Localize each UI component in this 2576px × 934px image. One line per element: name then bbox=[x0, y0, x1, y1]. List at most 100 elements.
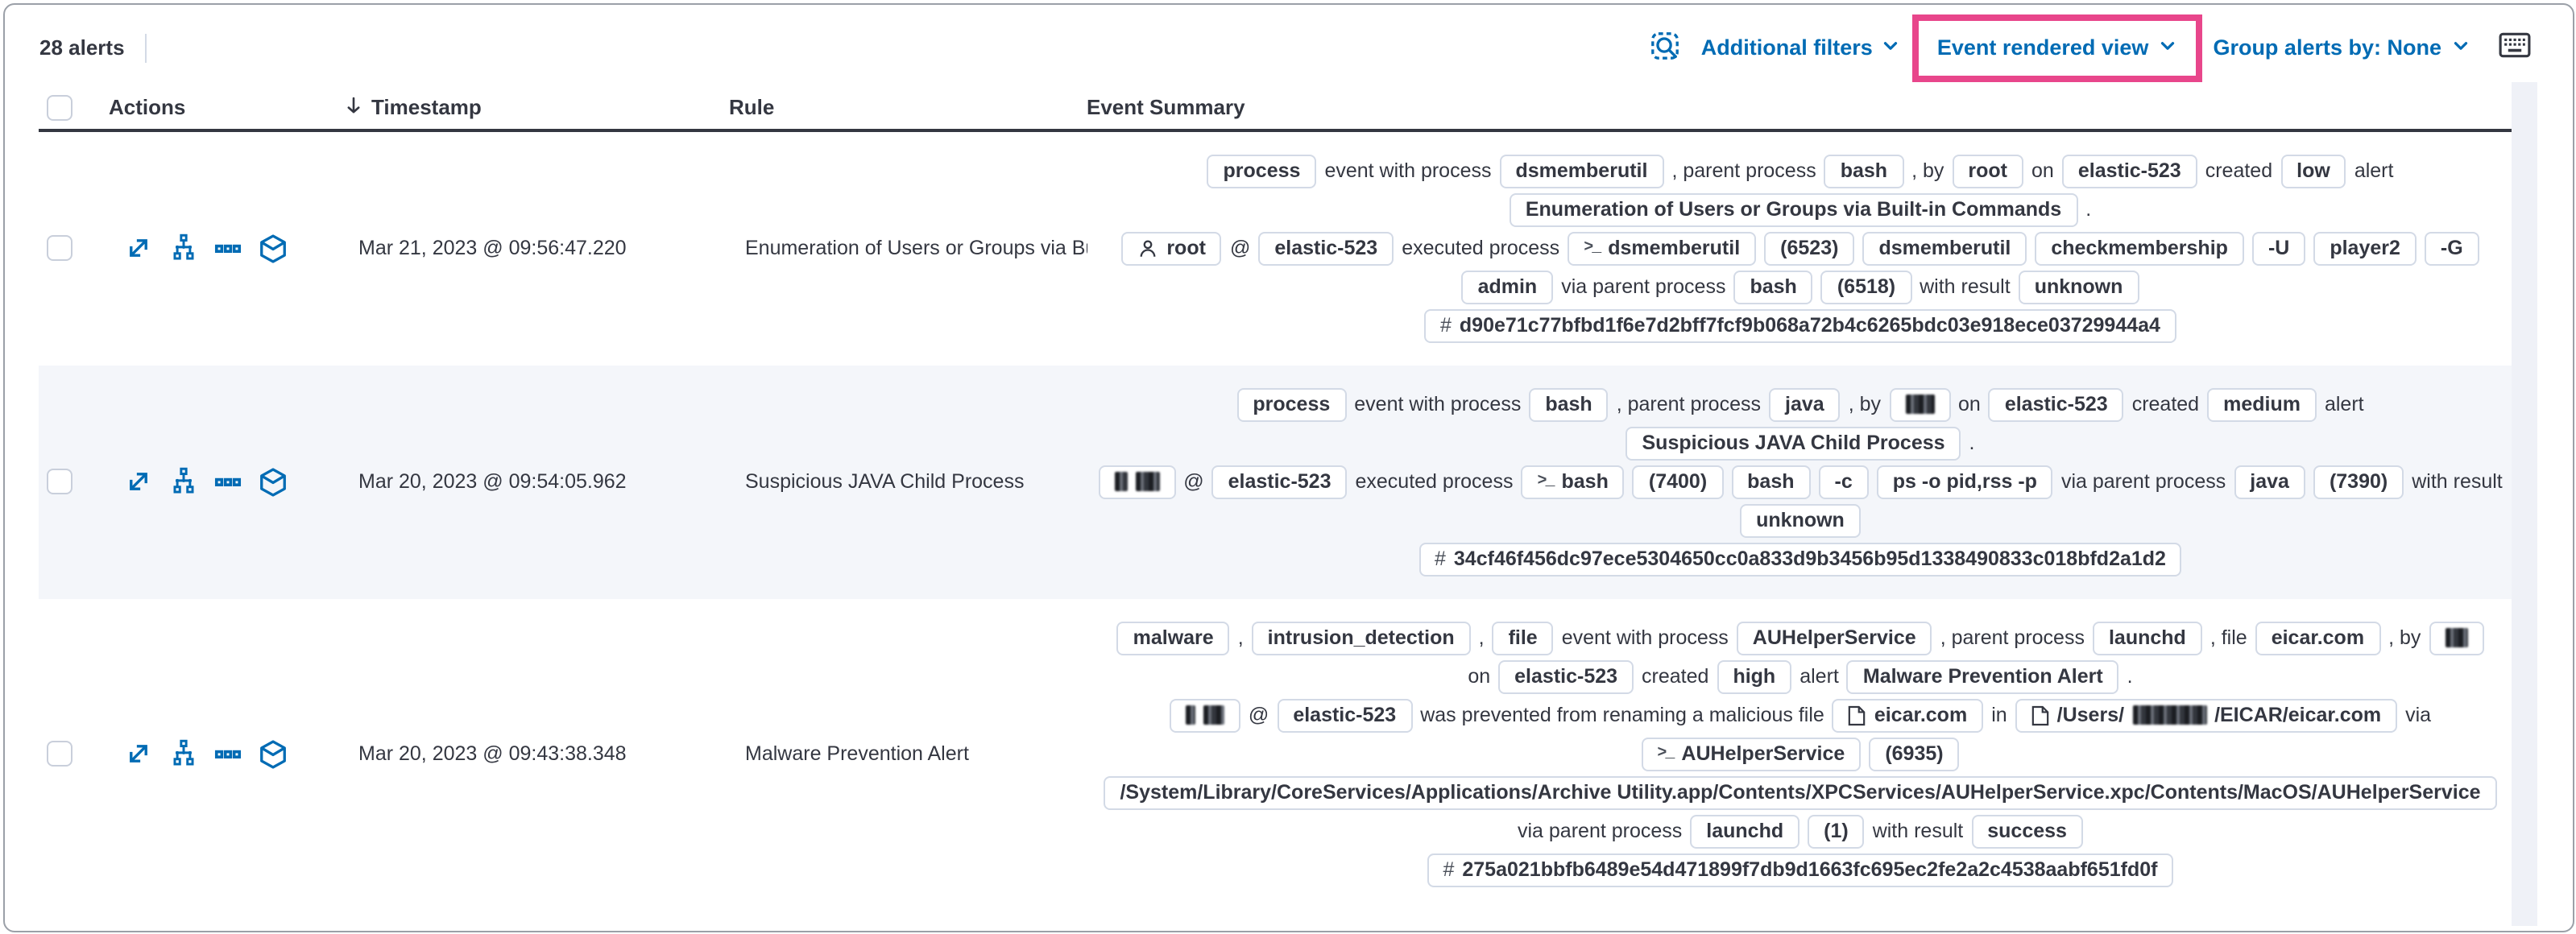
summary-badge[interactable]: admin bbox=[1461, 270, 1554, 304]
summary-badge[interactable]: success bbox=[1971, 814, 2083, 848]
summary-badge[interactable]: (6518) bbox=[1820, 270, 1912, 304]
hash-icon: # bbox=[1440, 314, 1452, 337]
inspect-button[interactable] bbox=[1650, 30, 1680, 65]
summary-badge[interactable]: root bbox=[1952, 154, 2024, 188]
summary-badge[interactable]: elastic-523 bbox=[1498, 659, 1634, 693]
summary-badge[interactable] bbox=[1098, 465, 1176, 498]
summary-badge[interactable]: (6935) bbox=[1869, 737, 1960, 771]
more-actions-button[interactable] bbox=[213, 740, 241, 767]
keyboard-shortcuts-button[interactable] bbox=[2498, 32, 2530, 63]
row-checkbox[interactable] bbox=[46, 741, 72, 767]
session-view-button[interactable] bbox=[257, 738, 288, 769]
summary-badge[interactable]: -c bbox=[1818, 465, 1869, 498]
rule-cell[interactable]: Enumeration of Users or Groups via Bui bbox=[745, 237, 1087, 259]
summary-badge[interactable]: elastic-523 bbox=[1258, 231, 1394, 265]
summary-badge[interactable]: elastic-523 bbox=[1988, 387, 2124, 421]
column-header-timestamp[interactable]: Timestamp bbox=[342, 94, 729, 120]
summary-badge[interactable]: (7400) bbox=[1632, 465, 1724, 498]
summary-badge[interactable]: player2 bbox=[2313, 231, 2417, 265]
summary-badge[interactable]: Suspicious JAVA Child Process bbox=[1626, 426, 1961, 460]
more-actions-button[interactable] bbox=[213, 468, 241, 495]
more-actions-icon bbox=[213, 234, 241, 262]
summary-text: with result bbox=[1872, 820, 1964, 842]
analyzer-button[interactable] bbox=[168, 739, 197, 768]
summary-badge[interactable]: >_dsmemberutil bbox=[1568, 231, 1757, 265]
redacted-value bbox=[1203, 705, 1224, 725]
summary-badge[interactable]: launchd bbox=[1690, 814, 1800, 848]
session-view-button[interactable] bbox=[257, 233, 288, 263]
session-view-icon bbox=[257, 233, 288, 263]
rule-cell[interactable]: Malware Prevention Alert bbox=[745, 742, 969, 765]
summary-badge[interactable]: Enumeration of Users or Groups via Built… bbox=[1509, 192, 2078, 226]
expand-button[interactable] bbox=[123, 234, 152, 262]
summary-badge[interactable]: java bbox=[1769, 387, 1841, 421]
summary-badge[interactable] bbox=[1169, 698, 1240, 732]
summary-badge[interactable]: #d90e71c77bfbd1f6e7d2bff7fcf9b068a72b4c6… bbox=[1424, 308, 2176, 342]
summary-badge[interactable]: #34cf46f456dc97ece5304650cc0a833d9b3456b… bbox=[1418, 542, 2182, 576]
summary-badge[interactable]: AUHelperService bbox=[1736, 621, 1932, 655]
summary-badge[interactable]: root bbox=[1121, 231, 1222, 265]
view-selector-button[interactable]: Event rendered view bbox=[1937, 35, 2178, 60]
summary-badge[interactable]: -G bbox=[2424, 231, 2479, 265]
summary-badge[interactable]: launchd bbox=[2092, 621, 2202, 655]
summary-badge[interactable]: process bbox=[1207, 154, 1317, 188]
summary-badge[interactable]: dsmemberutil bbox=[1499, 154, 1664, 188]
summary-badge[interactable] bbox=[2429, 621, 2484, 655]
column-header-rule[interactable]: Rule bbox=[729, 95, 775, 119]
summary-badge[interactable]: intrusion_detection bbox=[1251, 621, 1471, 655]
summary-badge[interactable]: malware bbox=[1116, 621, 1230, 655]
row-checkbox[interactable] bbox=[46, 469, 72, 494]
summary-badge[interactable]: eicar.com bbox=[1832, 698, 1984, 732]
redacted-value bbox=[1185, 705, 1195, 725]
summary-badge[interactable]: bash bbox=[1733, 270, 1813, 304]
summary-badge[interactable]: bash bbox=[1529, 387, 1609, 421]
summary-badge[interactable]: (7390) bbox=[2313, 465, 2404, 498]
summary-badge[interactable]: unknown bbox=[1740, 503, 1861, 537]
summary-badge[interactable]: checkmembership bbox=[2035, 231, 2244, 265]
summary-badge[interactable]: bash bbox=[1824, 154, 1904, 188]
summary-badge[interactable]: low bbox=[2280, 154, 2346, 188]
summary-badge[interactable]: medium bbox=[2207, 387, 2317, 421]
summary-badge[interactable]: /Users//EICAR/eicar.com bbox=[2015, 698, 2398, 732]
analyzer-button[interactable] bbox=[168, 234, 197, 262]
summary-badge[interactable]: elastic-523 bbox=[2061, 154, 2197, 188]
summary-badge[interactable]: (1) bbox=[1808, 814, 1865, 848]
expand-button[interactable] bbox=[123, 467, 152, 496]
keyboard-icon bbox=[2498, 32, 2530, 63]
summary-badge[interactable]: file bbox=[1492, 621, 1554, 655]
more-actions-button[interactable] bbox=[213, 234, 241, 262]
expand-icon bbox=[123, 234, 152, 262]
summary-badge[interactable]: eicar.com bbox=[2255, 621, 2381, 655]
summary-badge[interactable]: high bbox=[1717, 659, 1792, 693]
summary-badge[interactable] bbox=[1889, 387, 1950, 421]
additional-filters-button[interactable]: Additional filters bbox=[1701, 35, 1902, 60]
summary-badge[interactable]: java bbox=[2234, 465, 2305, 498]
summary-badge[interactable]: >_bash bbox=[1521, 465, 1625, 498]
group-alerts-button[interactable]: Group alerts by: None bbox=[2213, 35, 2470, 60]
scrollbar-gutter[interactable] bbox=[2511, 81, 2537, 925]
summary-badge[interactable]: elastic-523 bbox=[1277, 698, 1413, 732]
summary-badge[interactable]: elastic-523 bbox=[1211, 465, 1348, 498]
analyzer-button[interactable] bbox=[168, 467, 197, 496]
terminal-icon: >_ bbox=[1584, 239, 1601, 257]
summary-badge[interactable]: /System/Library/CoreServices/Application… bbox=[1104, 775, 2497, 809]
summary-badge[interactable]: -U bbox=[2251, 231, 2306, 265]
summary-badge[interactable]: (6523) bbox=[1764, 231, 1855, 265]
rule-cell[interactable]: Suspicious JAVA Child Process bbox=[745, 470, 1025, 493]
summary-badge[interactable]: bash bbox=[1731, 465, 1811, 498]
summary-badge[interactable]: >_AUHelperService bbox=[1641, 737, 1862, 771]
expand-button[interactable] bbox=[123, 739, 152, 768]
summary-badge[interactable]: process bbox=[1236, 387, 1347, 421]
summary-badge[interactable]: ps -o pid,rss -p bbox=[1876, 465, 2053, 498]
summary-badge[interactable]: unknown bbox=[2018, 270, 2139, 304]
row-checkbox[interactable] bbox=[46, 235, 72, 261]
select-all-checkbox[interactable] bbox=[46, 94, 72, 120]
session-view-button[interactable] bbox=[257, 466, 288, 497]
summary-badge[interactable]: dsmemberutil bbox=[1862, 231, 2027, 265]
summary-badge[interactable]: Malware Prevention Alert bbox=[1846, 659, 2119, 693]
summary-badge[interactable]: #275a021bbfb6489e54d471899f7db9d1663fc69… bbox=[1427, 853, 2174, 886]
